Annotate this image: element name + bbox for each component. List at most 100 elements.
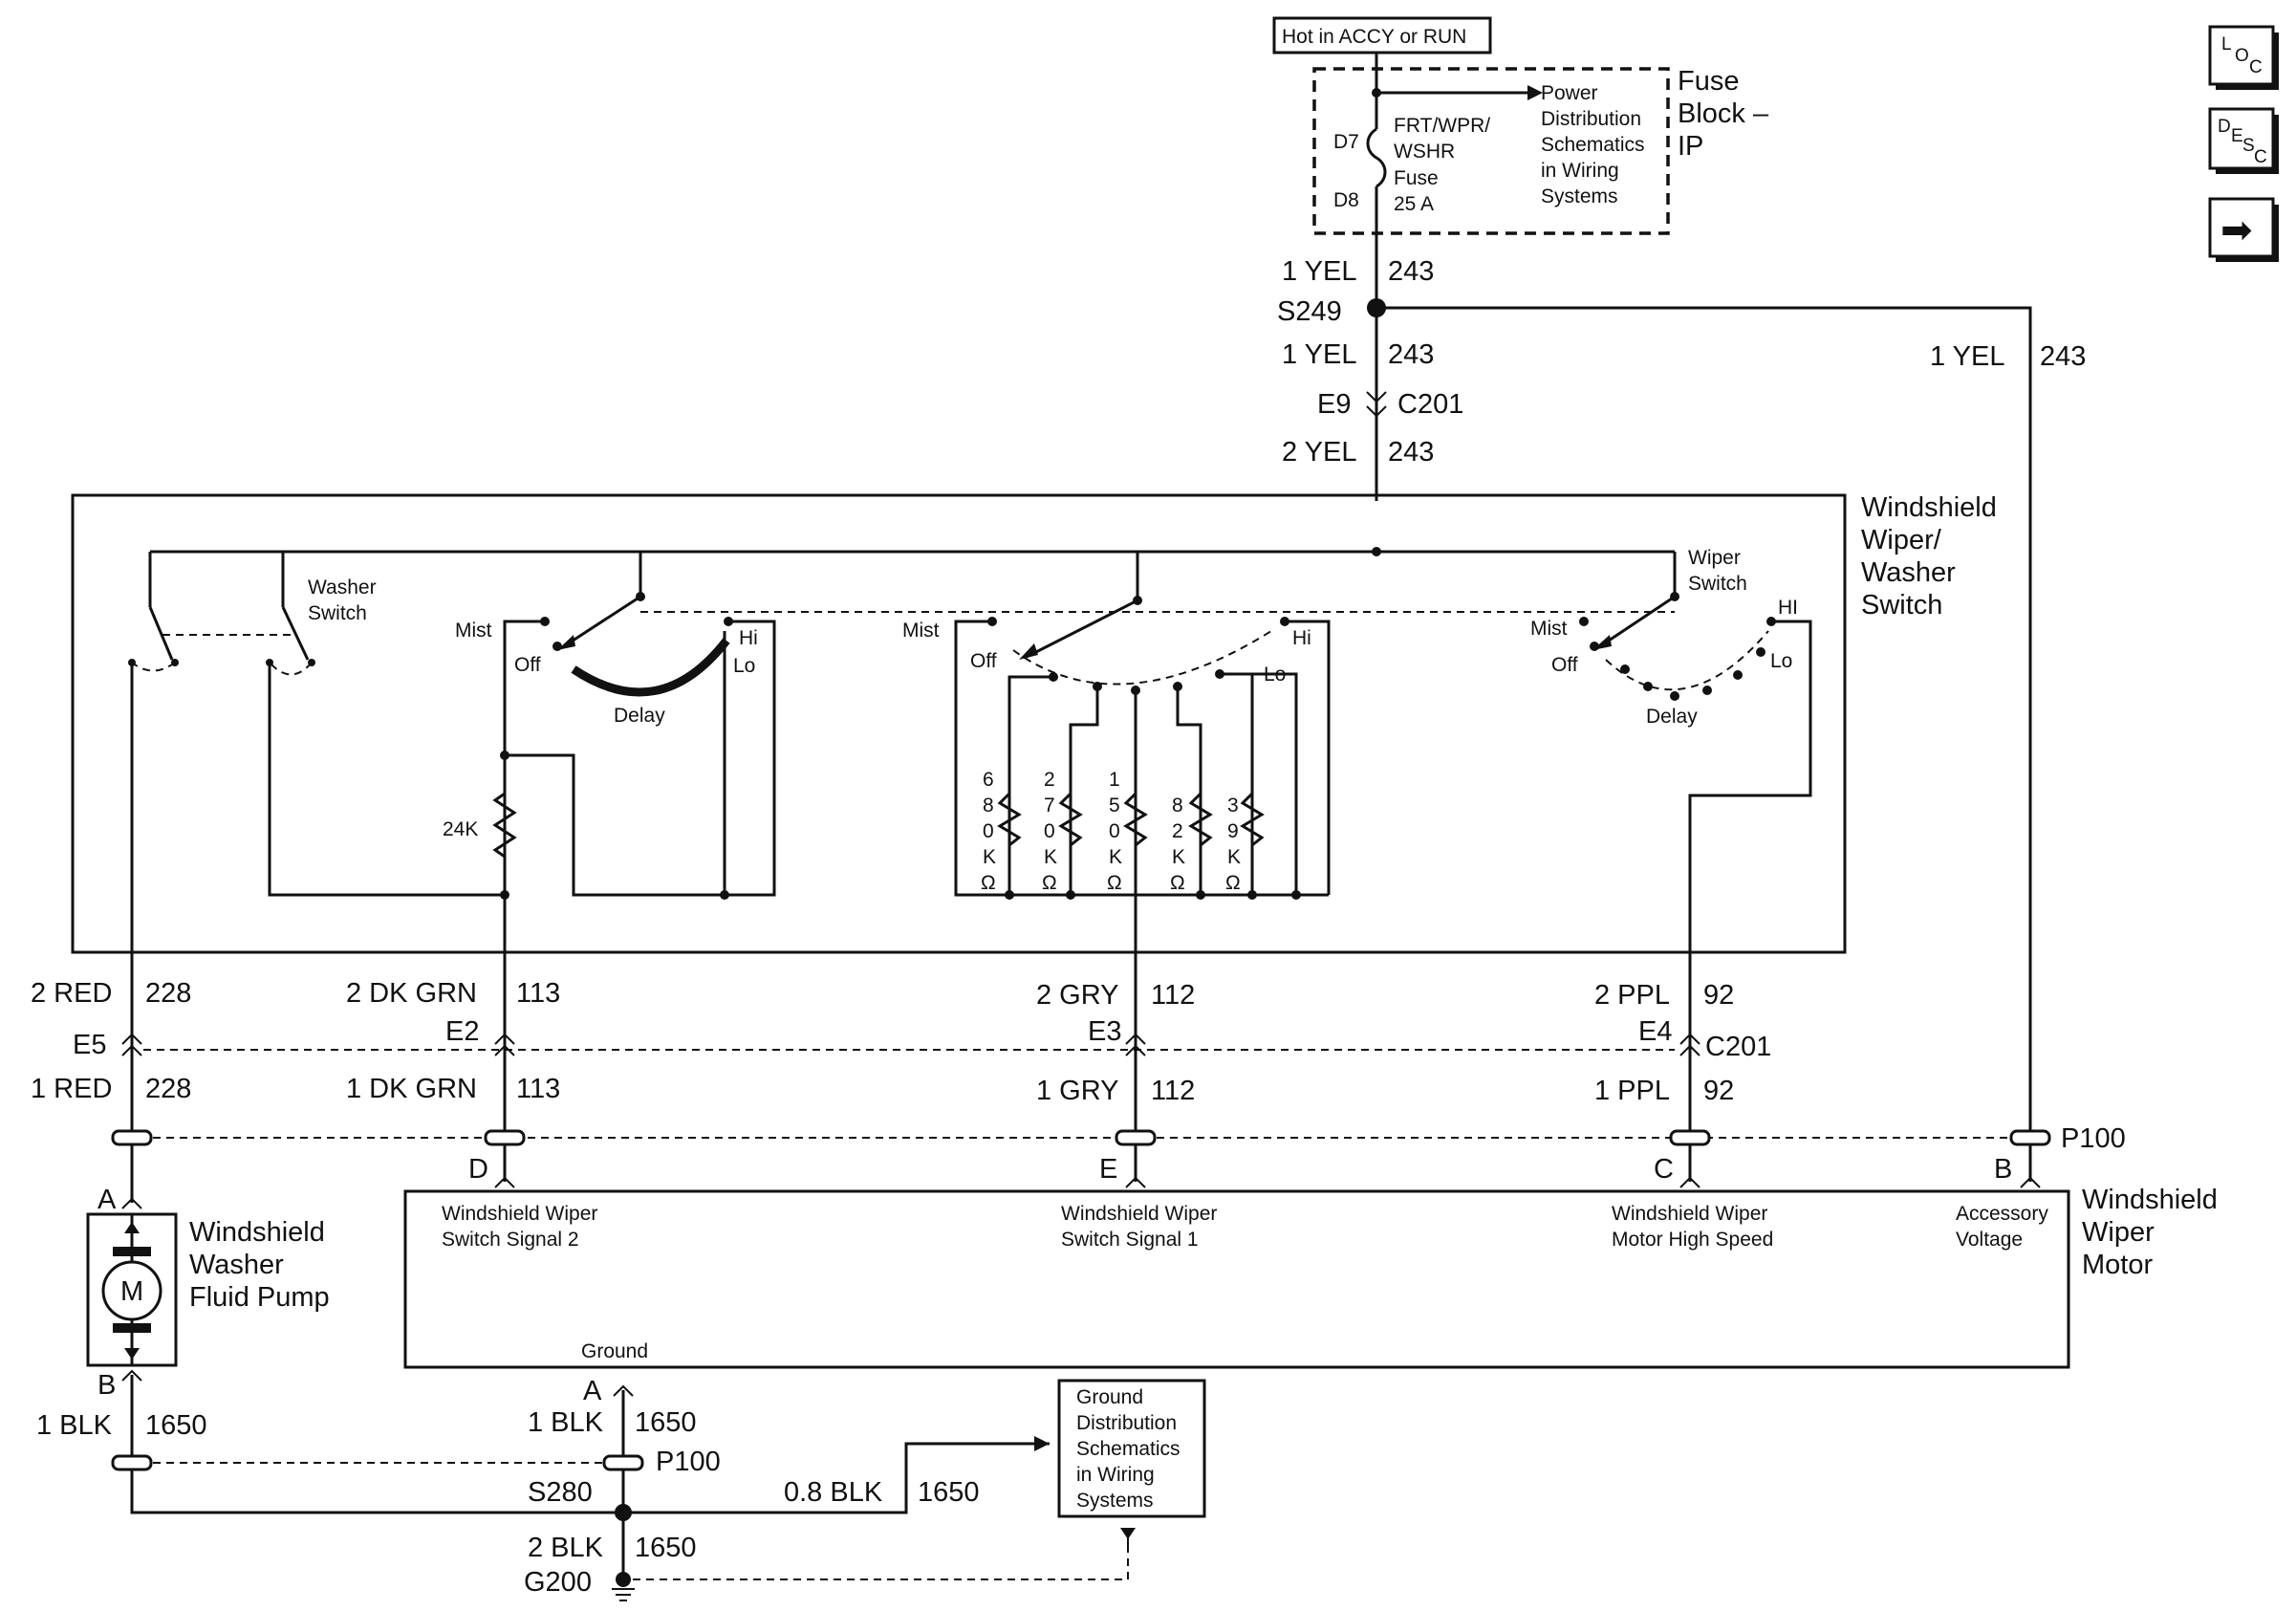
- wiper-switch-label-1: Wiper: [1688, 547, 1741, 569]
- r3-char-4: K: [1109, 846, 1122, 868]
- center-bottom-dot-2: [1066, 890, 1075, 900]
- motor-term-e-1: Windshield Wiper: [1061, 1203, 1217, 1225]
- ground-dist-5: Systems: [1076, 1490, 1154, 1512]
- r1-char-5: Ω: [981, 872, 996, 894]
- nav-buttons: L O C D E S C ➡: [2208, 25, 2279, 262]
- r3-char-3: 0: [1109, 820, 1120, 842]
- fuse-block-label-3: IP: [1678, 131, 1703, 162]
- next-button-face[interactable]: [2208, 197, 2275, 258]
- c201-e2-chevrons: [494, 1033, 515, 1056]
- ground-pin-a: A: [583, 1376, 602, 1406]
- r3-char-2: 5: [1109, 795, 1120, 816]
- fuse-block-outline: [1312, 67, 1670, 235]
- pump-name-1: Windshield: [189, 1217, 325, 1248]
- left-section-blade: [563, 595, 641, 648]
- left-return-junction: [500, 890, 509, 900]
- center-bottom-dot-1: [1005, 890, 1014, 900]
- location-button-face[interactable]: [2208, 25, 2275, 86]
- into-switch-size: 2 YEL: [1282, 437, 1356, 468]
- right-pivot: [1670, 592, 1679, 601]
- r2-char-5: Ω: [1042, 872, 1057, 894]
- description-button-face[interactable]: [2208, 107, 2275, 170]
- right-delay-arc: [1605, 630, 1769, 691]
- center-blade: [1026, 599, 1138, 659]
- ground-symbol: [612, 1588, 635, 1601]
- pump-pin-b-chevron: [121, 1369, 142, 1382]
- blk-g200-circuit: 1650: [635, 1533, 697, 1563]
- motor-term-c-1: Windshield Wiper: [1612, 1203, 1767, 1225]
- ground-case-link: [633, 1549, 1129, 1580]
- ppl-92-wire: [1688, 620, 1812, 1131]
- zigzag-39k: [1240, 792, 1265, 847]
- loc-letter-c: C: [2249, 57, 2263, 77]
- resistor-24k: [492, 779, 517, 952]
- splice-s249-label: S249: [1277, 296, 1342, 327]
- ground-dist-3: Schematics: [1076, 1438, 1180, 1460]
- washer-switch-label-2: Switch: [308, 602, 367, 624]
- center-mist-label: Mist: [902, 620, 940, 642]
- motor-name-1: Windshield: [2082, 1185, 2218, 1215]
- fuse-name-4: 25 A: [1394, 193, 1434, 215]
- right-off-contact: [1590, 642, 1599, 651]
- pump-brush-bottom: [113, 1323, 151, 1333]
- wiper-motor: Windshield Wiper Motor Windshield Wiper …: [403, 1185, 2218, 1369]
- fuse-block-label-1: Fuse: [1678, 66, 1739, 97]
- resistor-value-labels: 6 8 0 K Ω 2 7 0 K Ω 1 5 0 K Ω 8 2 K Ω 3 …: [981, 769, 1241, 894]
- r5-char-4: Ω: [1225, 872, 1241, 894]
- center-lo-wire: [1252, 672, 1298, 895]
- left-delay-arc: [571, 638, 730, 697]
- center-lo-label: Lo: [1264, 664, 1286, 686]
- branch-circuit: 243: [2040, 341, 2086, 372]
- pump-name-2: Washer: [189, 1250, 284, 1280]
- ppl-lower-size: 1 PPL: [1594, 1076, 1670, 1106]
- ground-g200-label: G200: [524, 1567, 592, 1598]
- wiper-washer-switch: Windshield Wiper/ Washer Switch Washer S…: [71, 492, 1997, 1131]
- accessory-branch-wire: [1376, 306, 2032, 1131]
- right-delay-label: Delay: [1646, 706, 1698, 728]
- description-button[interactable]: D E S C: [2208, 107, 2279, 174]
- next-button[interactable]: ➡: [2208, 197, 2279, 262]
- left-delay-wire: [505, 753, 725, 897]
- wiper-motor-housing: [403, 1189, 2070, 1369]
- power-dist-4: in Wiring: [1541, 160, 1619, 182]
- r4-char-1: 8: [1172, 795, 1183, 816]
- washer-right-blade: [281, 606, 310, 661]
- r5-char-1: 3: [1227, 795, 1239, 816]
- pin-e5: E5: [73, 1030, 106, 1060]
- blk-ground-circuit: 1650: [918, 1477, 980, 1508]
- hot-in-accy-box: [1272, 16, 1492, 54]
- power-dist-arrow-head: [1527, 85, 1543, 100]
- c201-e4-chevrons: [1679, 1033, 1700, 1056]
- r2-char-3: 0: [1044, 820, 1055, 842]
- fuse-out-circuit: 243: [1388, 256, 1434, 287]
- bus-junction-feed: [1372, 547, 1381, 556]
- fuse-symbol: [1366, 127, 1387, 188]
- left-delay-junction: [500, 751, 509, 760]
- loc-letter-l: L: [2221, 34, 2232, 54]
- fuse-name-3: Fuse: [1394, 167, 1439, 189]
- feed-labels: 1 YEL 243 S249 1 YEL 243 1 YEL 243 E9 C2…: [1277, 256, 2086, 1131]
- power-dist-5: Systems: [1541, 185, 1618, 207]
- washer-left-blade: [148, 606, 174, 661]
- pump-pin-b: B: [97, 1370, 116, 1401]
- location-button[interactable]: L O C: [2208, 25, 2279, 90]
- c201-e3-chevrons: [1125, 1033, 1146, 1056]
- desc-letter-e: E: [2231, 126, 2243, 146]
- motor-term-d-1: Windshield Wiper: [442, 1203, 597, 1225]
- ppl-lower-circuit: 92: [1703, 1076, 1734, 1106]
- splice-s280-label: S280: [528, 1477, 593, 1508]
- power-dist-3: Schematics: [1541, 134, 1645, 156]
- power-source: Hot in ACCY or RUN Fuse Block – IP D7 D8…: [1272, 16, 1769, 501]
- c201-e9-bottom-chevron: [1366, 405, 1387, 418]
- center-blade-arrow: [1019, 643, 1038, 660]
- center-r2-feed: [1069, 686, 1099, 895]
- motor-term-c-2: Motor High Speed: [1612, 1229, 1773, 1251]
- pump-motor-symbol: [101, 1260, 162, 1321]
- blk-pump-circuit: 1650: [145, 1410, 207, 1441]
- p100-bottom-label: P100: [656, 1447, 721, 1477]
- pump-pin-a: A: [97, 1185, 117, 1215]
- c201-top-label: C201: [1397, 389, 1463, 420]
- ground-g200-dot: [616, 1572, 631, 1587]
- motor-pin-c: C: [1654, 1154, 1674, 1185]
- blk-motor-size: 1 BLK: [528, 1407, 604, 1438]
